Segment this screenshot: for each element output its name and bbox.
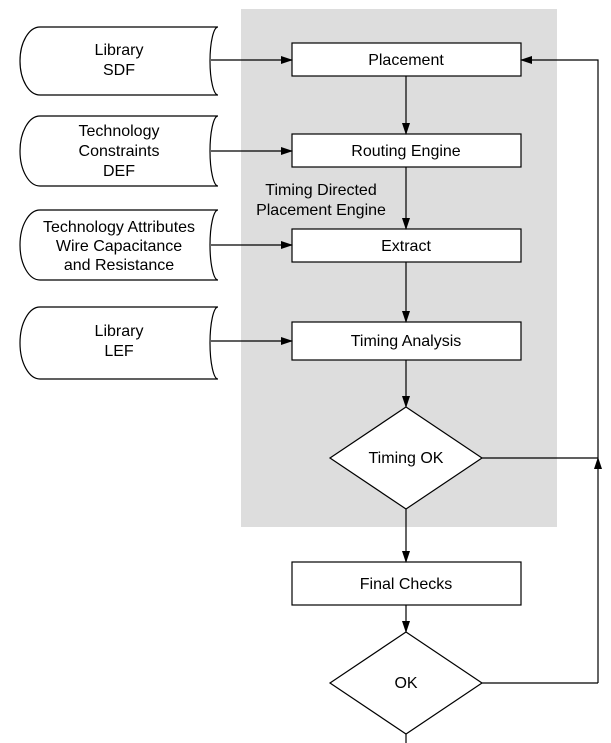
step-timing-analysis-label: Timing Analysis xyxy=(351,333,462,350)
step-routing-engine: Routing Engine xyxy=(291,133,522,168)
region-label-line-2: Placement Engine xyxy=(256,202,386,219)
input-library-sdf-label-1: Library xyxy=(95,42,144,59)
step-placement: Placement xyxy=(291,42,522,77)
decision-ok: OK xyxy=(328,631,484,735)
region-label-line-1: Timing Directed xyxy=(265,182,376,199)
step-timing-analysis: Timing Analysis xyxy=(291,321,522,361)
input-technology-constraints-def-label-3: DEF xyxy=(103,163,135,180)
connector-feedback-to-placement xyxy=(520,56,599,458)
decision-ok-label: OK xyxy=(394,675,417,692)
input-technology-constraints-def: Technology Constraints DEF xyxy=(19,115,219,187)
input-technology-attributes: Technology Attributes Wire Capacitance a… xyxy=(19,209,219,281)
decision-timing-ok-label: Timing OK xyxy=(369,450,444,467)
decision-timing-ok: Timing OK xyxy=(328,406,484,510)
input-library-lef-label-2: LEF xyxy=(104,343,134,360)
input-technology-constraints-def-label-1: Technology xyxy=(79,123,160,140)
input-library-lef: Library LEF xyxy=(19,306,219,380)
input-library-sdf-label-2: SDF xyxy=(103,62,135,79)
input-library-lef-label-1: Library xyxy=(95,323,144,340)
step-extract-label: Extract xyxy=(381,238,431,255)
input-technology-attributes-label-3: and Resistance xyxy=(64,257,174,274)
input-technology-attributes-label-1: Technology Attributes xyxy=(43,219,195,236)
input-library-sdf: Library SDF xyxy=(19,26,219,96)
input-technology-constraints-def-label-2: Constraints xyxy=(79,143,160,160)
step-routing-engine-label: Routing Engine xyxy=(351,143,461,160)
step-placement-label: Placement xyxy=(368,52,444,69)
step-final-checks-label: Final Checks xyxy=(360,576,452,593)
step-extract: Extract xyxy=(291,228,522,263)
step-final-checks: Final Checks xyxy=(291,561,522,606)
input-technology-attributes-label-2: Wire Capacitance xyxy=(56,238,182,255)
